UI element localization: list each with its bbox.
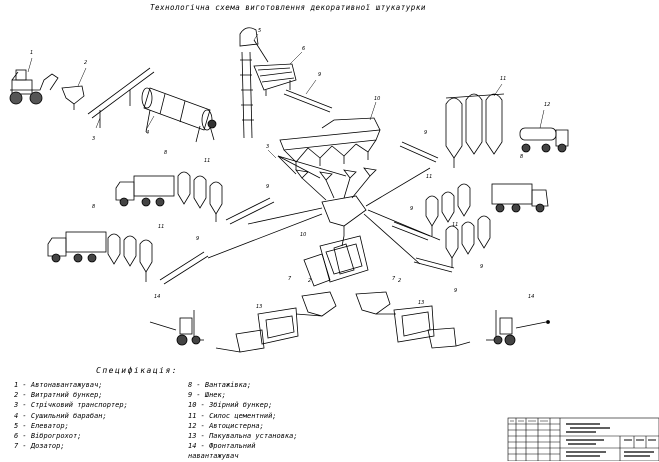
specification-title: Специфікація: [96, 366, 179, 375]
callout-number: 2 [308, 278, 311, 284]
callout-number: 9 [410, 206, 413, 212]
spec-item: 10 - Збірний бункер; [188, 401, 273, 410]
silos-right-bottom [445, 215, 491, 268]
packing-hopper-right [355, 291, 391, 315]
callout-number: 11 [158, 224, 164, 230]
spec-item: 11 - Силос цементний; [188, 411, 277, 420]
spec-item: 12 - Автоцистерна; [188, 421, 264, 430]
callout-number: 9 [318, 72, 321, 78]
screw-conveyor-left-bottom [159, 251, 209, 285]
callout-number: 2 [398, 278, 401, 284]
callout-number: 4 [146, 130, 149, 136]
belt-conveyor-1 [87, 67, 155, 128]
callout-number: 6 [302, 46, 305, 52]
spec-item: 9 - Шнек; [188, 391, 226, 400]
callout-number: 3 [92, 136, 95, 142]
specification-list-right: 8 - Вантажівка; 9 - Шнек;10 - Збірний бун… [188, 380, 298, 462]
elevator [239, 27, 269, 139]
callout-number: 10 [374, 96, 380, 102]
callout-leaders [27, 33, 545, 159]
spec-item: 2 - Витратний бункер; [14, 391, 103, 400]
silos-right-mid [425, 183, 471, 236]
callout-number: 7 [288, 276, 292, 282]
callout-number: 9 [480, 264, 483, 270]
callout-number: 10 [300, 232, 306, 238]
vibrating-screen [253, 63, 297, 96]
mixer-unit [303, 235, 369, 287]
spec-item: 4 - Сушильний барабан; [14, 411, 107, 420]
callout-number: 1 [30, 50, 33, 56]
screw-conveyor-top [283, 89, 333, 113]
dosing-units [277, 155, 377, 201]
callout-number: 7 [392, 276, 396, 282]
diagram-title: Технологічна схема виготовлення декорати… [150, 3, 426, 12]
spec-item: 6 - Віброгрохот; [14, 431, 82, 440]
callout-number: 11 [452, 222, 458, 228]
screw-conveyor-left-top [225, 197, 275, 225]
tanker-truck [519, 127, 569, 153]
packing-hopper-left [301, 291, 337, 317]
spec-item: 5 - Елеватор; [14, 421, 69, 430]
screw-conveyors-right [363, 141, 455, 273]
callout-number: 11 [204, 158, 210, 164]
central-hopper [321, 195, 367, 236]
specification-list-left: 1 - Автонавантажувач; 2 - Витратний бунке… [14, 380, 128, 451]
callout-number: 5 [258, 28, 261, 34]
spec-item: 7 - Дозатор; [14, 442, 65, 451]
truck-right-top [491, 183, 549, 213]
collecting-hoppers [279, 117, 381, 170]
drying-drum [141, 87, 217, 143]
callout-number: 11 [500, 76, 506, 82]
spec-item: 14 - Фронтальний [188, 442, 256, 451]
callout-number: 9 [196, 236, 199, 242]
packing-unit-left [215, 307, 323, 353]
callout-number: 9 [266, 184, 269, 190]
callout-number: 8 [520, 154, 523, 160]
feed-lines-left [207, 207, 323, 259]
spec-item: 3 - Стрічковий транспортер; [14, 401, 128, 410]
callout-number: 13 [418, 300, 424, 306]
callout-number: 8 [92, 204, 95, 210]
silos-right-top [445, 93, 505, 168]
front-loader-top [9, 69, 59, 105]
callout-number: 3 [266, 144, 269, 150]
truck-left-top [115, 175, 175, 207]
spec-item: 8 - Вантажівка; [188, 381, 252, 389]
callout-number: 2 [84, 60, 87, 66]
silos-left-bottom [107, 233, 153, 282]
callout-number: 9 [454, 288, 457, 294]
forklift-left [149, 310, 204, 346]
callout-number: 14 [528, 294, 534, 300]
spec-item: навантажувач [188, 452, 239, 461]
spec-item: 1 - Автонавантажувач; [14, 381, 103, 389]
callout-number: 12 [544, 102, 550, 108]
forklift-right [486, 310, 550, 346]
callout-number: 9 [424, 130, 427, 136]
silos-left-top [177, 171, 223, 222]
dispensing-hopper-top [61, 85, 85, 110]
callout-number: 11 [426, 174, 432, 180]
title-block [507, 417, 659, 461]
callout-number: 13 [256, 304, 262, 310]
callout-number: 14 [154, 294, 160, 300]
callout-number: 8 [164, 150, 167, 156]
spec-item: 13 - Пакувальна установка; [188, 431, 298, 440]
packing-unit-right [376, 305, 471, 349]
truck-left-bottom [47, 231, 107, 263]
